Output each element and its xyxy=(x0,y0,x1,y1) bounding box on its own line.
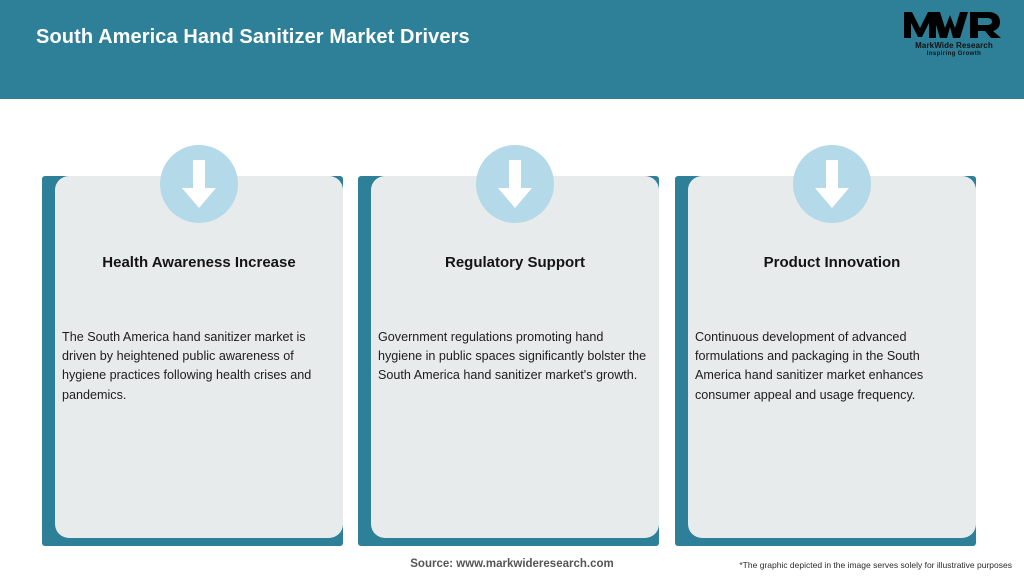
card-title: Product Innovation xyxy=(763,254,901,271)
arrow-down-glyph xyxy=(498,160,532,208)
header-bar: South America Hand Sanitizer Market Driv… xyxy=(0,0,1024,99)
card-description: Continuous development of advanced formu… xyxy=(695,330,924,402)
card-surface: Health Awareness Increase The South Amer… xyxy=(55,145,343,538)
card-title: Health Awareness Increase xyxy=(102,254,296,271)
page-title: South America Hand Sanitizer Market Driv… xyxy=(36,26,470,48)
driver-card-3[interactable]: Product Innovation Continuous developmen… xyxy=(675,145,976,546)
arrow-down-icon xyxy=(476,145,554,223)
logo-tagline: Inspiring Growth xyxy=(926,51,982,57)
driver-card-1[interactable]: Health Awareness Increase The South Amer… xyxy=(42,145,343,546)
arrow-down-glyph xyxy=(815,160,849,208)
driver-card-2[interactable]: Regulatory Support Government regulation… xyxy=(358,145,659,546)
arrow-down-glyph xyxy=(182,160,216,208)
arrow-down-icon xyxy=(793,145,871,223)
mwr-logo-icon xyxy=(904,12,1001,38)
brand-logo: MarkWide Research Inspiring Growth xyxy=(902,8,1006,62)
card-description: Government regulations promoting hand hy… xyxy=(378,330,647,383)
arrow-down-icon xyxy=(160,145,238,223)
card-surface: Regulatory Support Government regulation… xyxy=(371,145,659,538)
card-description: The South America hand sanitizer market … xyxy=(62,330,312,402)
card-surface: Product Innovation Continuous developmen… xyxy=(688,145,976,538)
disclaimer-label: *The graphic depicted in the image serve… xyxy=(739,560,1012,570)
source-label: Source: www.markwideresearch.com xyxy=(410,558,614,570)
card-title: Regulatory Support xyxy=(444,254,585,271)
logo-company-name: MarkWide Research xyxy=(915,41,993,50)
